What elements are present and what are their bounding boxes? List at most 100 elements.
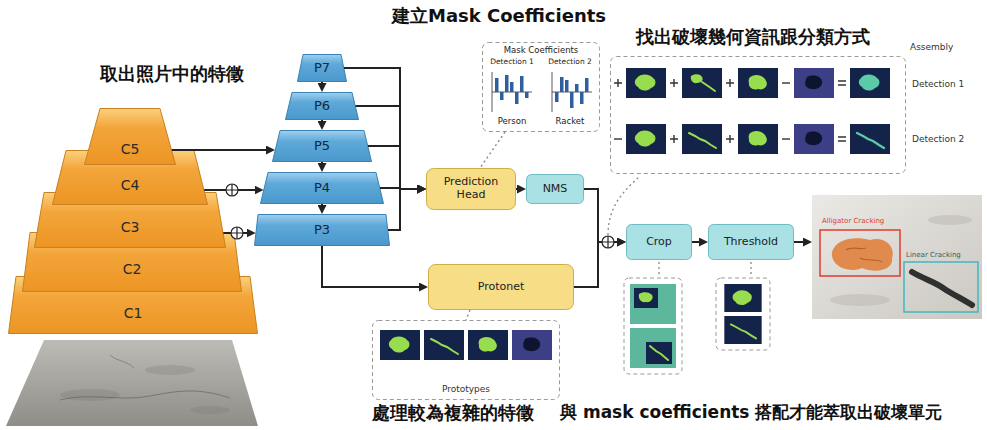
fpn-layer-text: P7	[314, 61, 330, 76]
text-holder: Alligator Cracking	[822, 216, 912, 226]
text-holder: Prototypes	[372, 382, 560, 396]
assembly-thumbnails	[726, 79, 734, 87]
result-photo	[812, 195, 982, 319]
result-photo	[928, 215, 972, 225]
arrow-connector	[388, 189, 421, 230]
fpn-layer-outline	[273, 131, 372, 162]
coefficient-bars	[570, 92, 574, 108]
process-box-text: Threshold	[724, 236, 778, 249]
arrow-connector	[380, 188, 421, 189]
assembly-thumbnails	[726, 135, 734, 143]
text-holder: C5	[100, 138, 160, 160]
assembly-thumbnails	[626, 124, 666, 154]
inset-panel-outline	[373, 321, 560, 400]
coefficient-bars	[525, 92, 529, 98]
text-holder: Linear Cracking	[906, 250, 980, 260]
process-box: Protonet	[428, 264, 574, 310]
backbone-layer-text: C1	[124, 305, 143, 321]
road-photo	[145, 365, 195, 375]
prototype-thumbnails	[380, 330, 552, 360]
arrow-connector	[223, 232, 250, 234]
leader-line	[658, 262, 659, 277]
inset-panel: Prototypes	[372, 320, 560, 400]
process-box-text: Prediction Head	[432, 176, 510, 201]
process-box-outline	[627, 225, 692, 260]
coefficient-bars	[575, 84, 579, 92]
dotted-link	[480, 132, 505, 168]
assembly-thumbnails	[850, 68, 890, 98]
fpn-layer-text: P6	[314, 99, 330, 114]
process-box: Crop	[626, 224, 692, 260]
inset-panel-text: Prototypes	[442, 384, 490, 394]
sum-symbol	[226, 184, 238, 196]
assembly-thumbnails	[614, 79, 622, 87]
assembly-thumbnails	[782, 138, 790, 139]
assembly-thumbnails	[614, 68, 890, 154]
road-photo	[190, 406, 230, 414]
sum-symbol	[602, 236, 614, 248]
text-holder: Threshold	[708, 224, 794, 260]
arrow-connector	[172, 149, 270, 151]
coefficient-bars	[510, 82, 514, 92]
annotation-text: 找出破壞幾何資訊跟分類方式	[636, 27, 901, 48]
coefficient-bars	[565, 80, 569, 92]
coefficient-bars	[520, 76, 524, 92]
process-box: Threshold	[708, 224, 794, 260]
assembly-thumbnails	[626, 68, 666, 98]
arrow-connector	[344, 68, 421, 189]
result-photo	[832, 238, 893, 271]
backbone-layer-text: C2	[123, 261, 142, 277]
result-photo: Alligator CrackingLinear Cracking	[812, 195, 982, 319]
process-box-outline	[429, 265, 574, 310]
sum-symbol	[226, 184, 238, 196]
text-holder: Detection 1	[912, 77, 980, 91]
result-photo	[846, 248, 882, 262]
text-holder: Detection 2	[912, 132, 980, 146]
fpn-layer-text: P4	[314, 181, 330, 196]
fpn-layer-text: P3	[314, 223, 330, 238]
result-photo	[820, 230, 900, 276]
fpn-layer-text: P5	[314, 139, 330, 154]
fpn-layer-outline	[255, 215, 390, 246]
process-box-text: Protonet	[478, 281, 525, 294]
arrow-connector	[321, 204, 323, 209]
fpn-layer: P5	[272, 130, 372, 162]
crop-output-panel	[630, 284, 676, 324]
text-holder: P3	[254, 214, 390, 246]
process-box-outline	[527, 175, 584, 204]
annotation-holder: 找出破壞幾何資訊跟分類方式	[636, 27, 901, 48]
coefficient-bars	[580, 92, 584, 104]
arrow-connector	[584, 189, 621, 242]
backbone-layer: C5	[84, 108, 176, 165]
road-photo	[6, 340, 258, 426]
fpn-layer: P6	[285, 92, 359, 120]
coefficient-bars	[492, 72, 532, 112]
result-photo-text: Alligator Cracking	[822, 217, 884, 225]
result-photo	[904, 262, 978, 312]
prototype-thumbnails	[512, 330, 552, 360]
leader-line	[750, 262, 751, 277]
text-holder: C4	[92, 174, 168, 196]
result-photo	[912, 272, 972, 305]
coefficient-bars	[585, 78, 589, 92]
inset-panel-text: Person	[498, 117, 527, 127]
inset-panel-text: Assembly	[910, 42, 953, 52]
text-holder: C1	[95, 302, 171, 324]
process-box: Prediction Head	[426, 168, 516, 210]
sum-symbol	[226, 184, 614, 248]
process-box: NMS	[526, 174, 584, 204]
result-photo	[830, 294, 890, 306]
inset-panel-text: Mask Coefficients	[504, 46, 579, 56]
annotation-text: 處理較為複雜的特徵	[372, 403, 560, 424]
text-holder: C3	[92, 216, 168, 238]
assembly-thumbnails	[682, 124, 722, 154]
prototype-thumbnails	[380, 330, 420, 360]
assembly-thumbnails	[850, 124, 890, 154]
assembly-thumbnails	[682, 68, 722, 98]
text-holder: NMS	[526, 174, 584, 204]
arrow-connector	[516, 188, 521, 190]
threshold-output-panel	[716, 278, 770, 350]
threshold-output-panel	[724, 284, 761, 312]
coefficient-bars	[495, 78, 499, 92]
